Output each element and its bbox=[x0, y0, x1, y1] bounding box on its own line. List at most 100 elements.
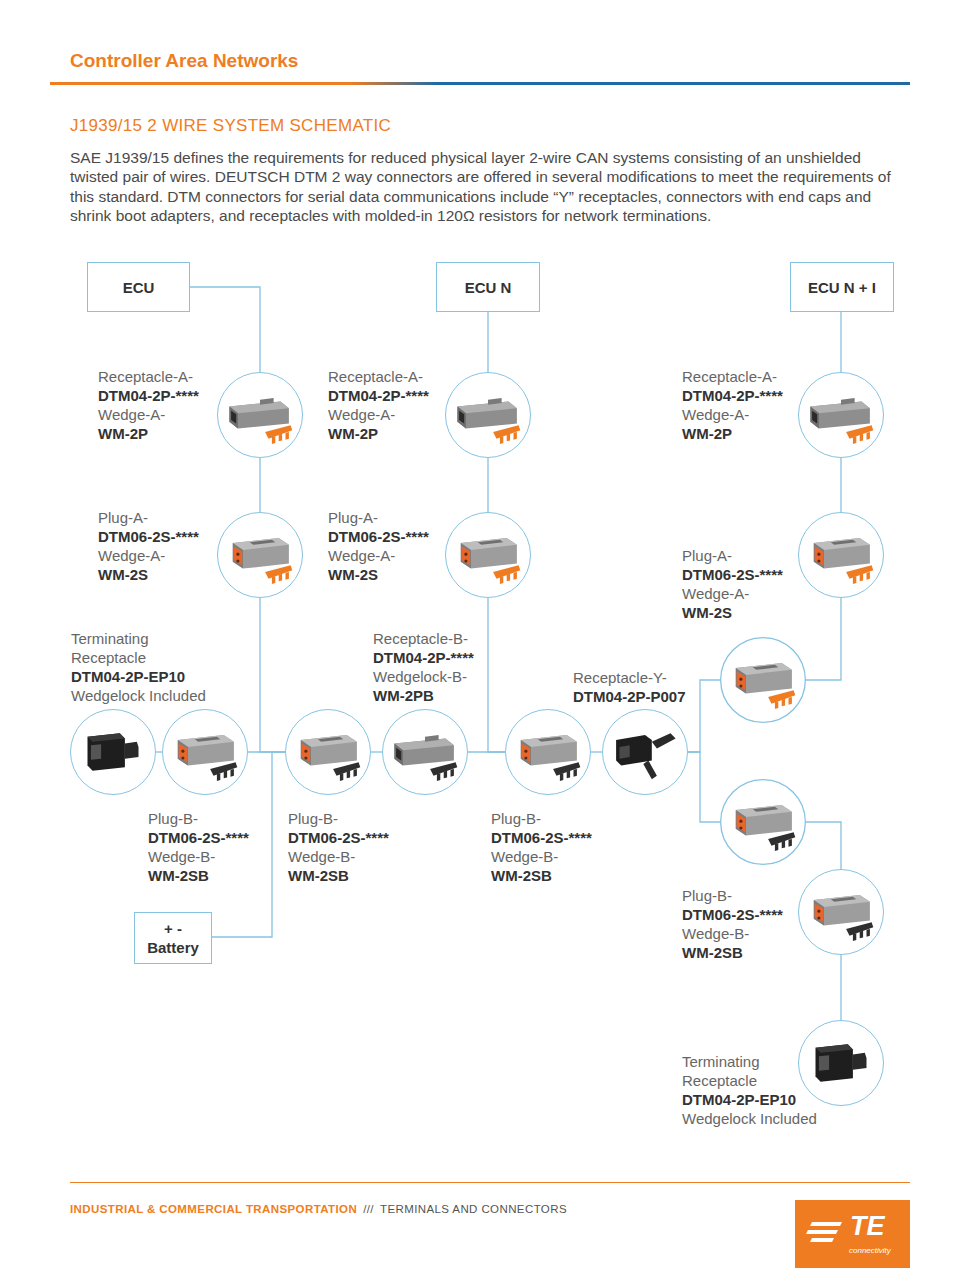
part-label-group: Receptacle-A-DTM04-2P-****Wedge-A-WM-2P bbox=[328, 367, 429, 443]
part-number: WM-2SB bbox=[682, 943, 783, 962]
wire-connector bbox=[259, 458, 260, 512]
box-label: + - bbox=[164, 919, 182, 938]
y-receptacle-picture bbox=[616, 733, 676, 779]
part-name: Wedge-B- bbox=[682, 924, 783, 943]
connector-circle bbox=[721, 638, 806, 723]
part-name: Receptacle-Y- bbox=[573, 668, 686, 687]
part-name: Plug-A- bbox=[328, 508, 429, 527]
part-number: WM-2SB bbox=[148, 866, 249, 885]
end-cap-picture bbox=[816, 1044, 867, 1081]
part-label-group: Plug-B-DTM06-2S-****Wedge-B-WM-2SB bbox=[682, 886, 783, 962]
part-number: DTM06-2S-**** bbox=[98, 527, 199, 546]
part-number: DTM04-2P-**** bbox=[98, 386, 199, 405]
part-number: WM-2P bbox=[98, 424, 199, 443]
part-number: WM-2S bbox=[682, 603, 783, 622]
wire-connector bbox=[840, 312, 841, 372]
part-label-group: Plug-A-DTM06-2S-****Wedge-A-WM-2S bbox=[682, 546, 783, 622]
receptacle-picture bbox=[394, 735, 457, 781]
part-number: DTM04-2P-EP10 bbox=[71, 667, 216, 686]
part-number: DTM06-2S-**** bbox=[682, 905, 783, 924]
part-name: Wedge-B- bbox=[148, 847, 249, 866]
battery-box: + -Battery bbox=[134, 912, 212, 964]
part-number: DTM06-2S-**** bbox=[328, 527, 429, 546]
wire-connector bbox=[260, 598, 285, 752]
ecu-box: ECU bbox=[87, 262, 190, 312]
part-name: Plug-B- bbox=[148, 809, 249, 828]
part-label-group: Plug-A-DTM06-2S-****Wedge-A-WM-2S bbox=[98, 508, 199, 584]
part-label-group: Receptacle-A-DTM04-2P-****Wedge-A-WM-2P bbox=[98, 367, 199, 443]
footer-row: INDUSTRIAL & COMMERCIAL TRANSPORTATION //… bbox=[70, 1203, 567, 1215]
part-label-group: Terminating ReceptacleDTM04-2P-EP10Wedge… bbox=[71, 629, 216, 705]
part-name: Plug-B- bbox=[682, 886, 783, 905]
part-name: Wedge-A- bbox=[98, 405, 199, 424]
part-number: DTM04-2P-**** bbox=[328, 386, 429, 405]
box-label: ECU bbox=[123, 278, 155, 297]
part-number: DTM04-2P-EP10 bbox=[682, 1090, 827, 1109]
section-title: J1939/15 2 WIRE SYSTEM SCHEMATIC bbox=[70, 116, 391, 136]
part-name: Plug-A- bbox=[98, 508, 199, 527]
connector-circle: Terminating ReceptacleDTM04-2P-EP10Wedge… bbox=[70, 709, 156, 795]
plug-picture bbox=[814, 538, 874, 584]
footer-rule bbox=[70, 1182, 910, 1183]
connector-circle: Receptacle-Y-DTM04-2P-P007 bbox=[602, 709, 688, 795]
connector-circle bbox=[721, 780, 806, 865]
ecu-box: ECU N + I bbox=[790, 262, 894, 312]
part-name: Plug-B- bbox=[288, 809, 389, 828]
part-label-group: Terminating ReceptacleDTM04-2P-EP10Wedge… bbox=[682, 1052, 827, 1128]
connector-circle: Plug-A-DTM06-2S-****Wedge-A-WM-2S bbox=[798, 512, 884, 598]
logo-text: connectivity bbox=[849, 1246, 891, 1255]
footer-text: INDUSTRIAL & COMMERCIAL TRANSPORTATION bbox=[70, 1203, 357, 1215]
part-name: Receptacle-A- bbox=[328, 367, 429, 386]
part-name: Terminating Receptacle bbox=[682, 1052, 827, 1090]
part-name: Wedgelock Included bbox=[682, 1109, 827, 1128]
connector-circle: Plug-B-DTM06-2S-****Wedge-B-WM-2SB bbox=[798, 869, 884, 955]
wire-connector bbox=[688, 598, 841, 752]
part-label-group: Receptacle-Y-DTM04-2P-P007 bbox=[573, 668, 686, 706]
part-number: WM-2SB bbox=[491, 866, 592, 885]
plug-picture bbox=[814, 895, 874, 941]
wire-connector bbox=[371, 751, 382, 752]
plug-picture bbox=[461, 538, 521, 584]
end-cap-picture bbox=[88, 733, 139, 770]
box-label: ECU N + I bbox=[808, 278, 876, 297]
connector-circle: Plug-B-DTM06-2S-****Wedge-B-WM-2SB bbox=[285, 709, 371, 795]
part-number: DTM06-2S-**** bbox=[288, 828, 389, 847]
connector-circle: Receptacle-A-DTM04-2P-****Wedge-A-WM-2P bbox=[445, 372, 531, 458]
part-name: Wedge-A- bbox=[98, 546, 199, 565]
part-label-group: Plug-B-DTM06-2S-****Wedge-B-WM-2SB bbox=[491, 809, 592, 885]
connector-circle: Receptacle-A-DTM04-2P-****Wedge-A-WM-2P bbox=[217, 372, 303, 458]
part-name: Wedge-A- bbox=[328, 546, 429, 565]
wire-connector bbox=[487, 458, 488, 512]
wire-connector bbox=[190, 287, 260, 372]
part-label-group: Receptacle-B-DTM04-2P-****Wedgelock-B-WM… bbox=[373, 629, 474, 705]
plug-picture bbox=[301, 735, 361, 781]
part-number: DTM04-2P-**** bbox=[682, 386, 783, 405]
part-name: Receptacle-A- bbox=[682, 367, 783, 386]
part-name: Wedgelock-B- bbox=[373, 667, 474, 686]
part-name: Plug-B- bbox=[491, 809, 592, 828]
part-label-group: Plug-A-DTM06-2S-****Wedge-A-WM-2S bbox=[328, 508, 429, 584]
footer-separator: /// bbox=[363, 1203, 374, 1215]
wire-connector bbox=[688, 752, 841, 869]
connector-circle: Plug-A-DTM06-2S-****Wedge-A-WM-2S bbox=[217, 512, 303, 598]
box-label: ECU N bbox=[465, 278, 512, 297]
wire-connector bbox=[487, 312, 488, 372]
wire-connector bbox=[488, 598, 505, 752]
header-rule bbox=[50, 82, 910, 85]
part-name: Wedge-A- bbox=[328, 405, 429, 424]
connector-circle: Receptacle-A-DTM04-2P-****Wedge-A-WM-2P bbox=[798, 372, 884, 458]
connector-circle: Terminating ReceptacleDTM04-2P-EP10Wedge… bbox=[798, 1020, 884, 1106]
part-label-group: Receptacle-A-DTM04-2P-****Wedge-A-WM-2P bbox=[682, 367, 783, 443]
part-name: Plug-A- bbox=[682, 546, 783, 565]
connector-circle: Plug-B-DTM06-2S-****Wedge-B-WM-2SB bbox=[505, 709, 591, 795]
part-label-group: Plug-B-DTM06-2S-****Wedge-B-WM-2SB bbox=[148, 809, 249, 885]
wire-connector bbox=[840, 458, 841, 512]
plug-picture bbox=[736, 663, 796, 709]
part-number: DTM04-2P-P007 bbox=[573, 687, 686, 706]
logo-stripes bbox=[806, 1222, 842, 1242]
part-number: WM-2S bbox=[328, 565, 429, 584]
plug-picture bbox=[521, 735, 581, 781]
footer-text: TERMINALS AND CONNECTORS bbox=[380, 1203, 567, 1215]
plug-picture bbox=[178, 735, 238, 781]
ecu-box: ECU N bbox=[436, 262, 540, 312]
